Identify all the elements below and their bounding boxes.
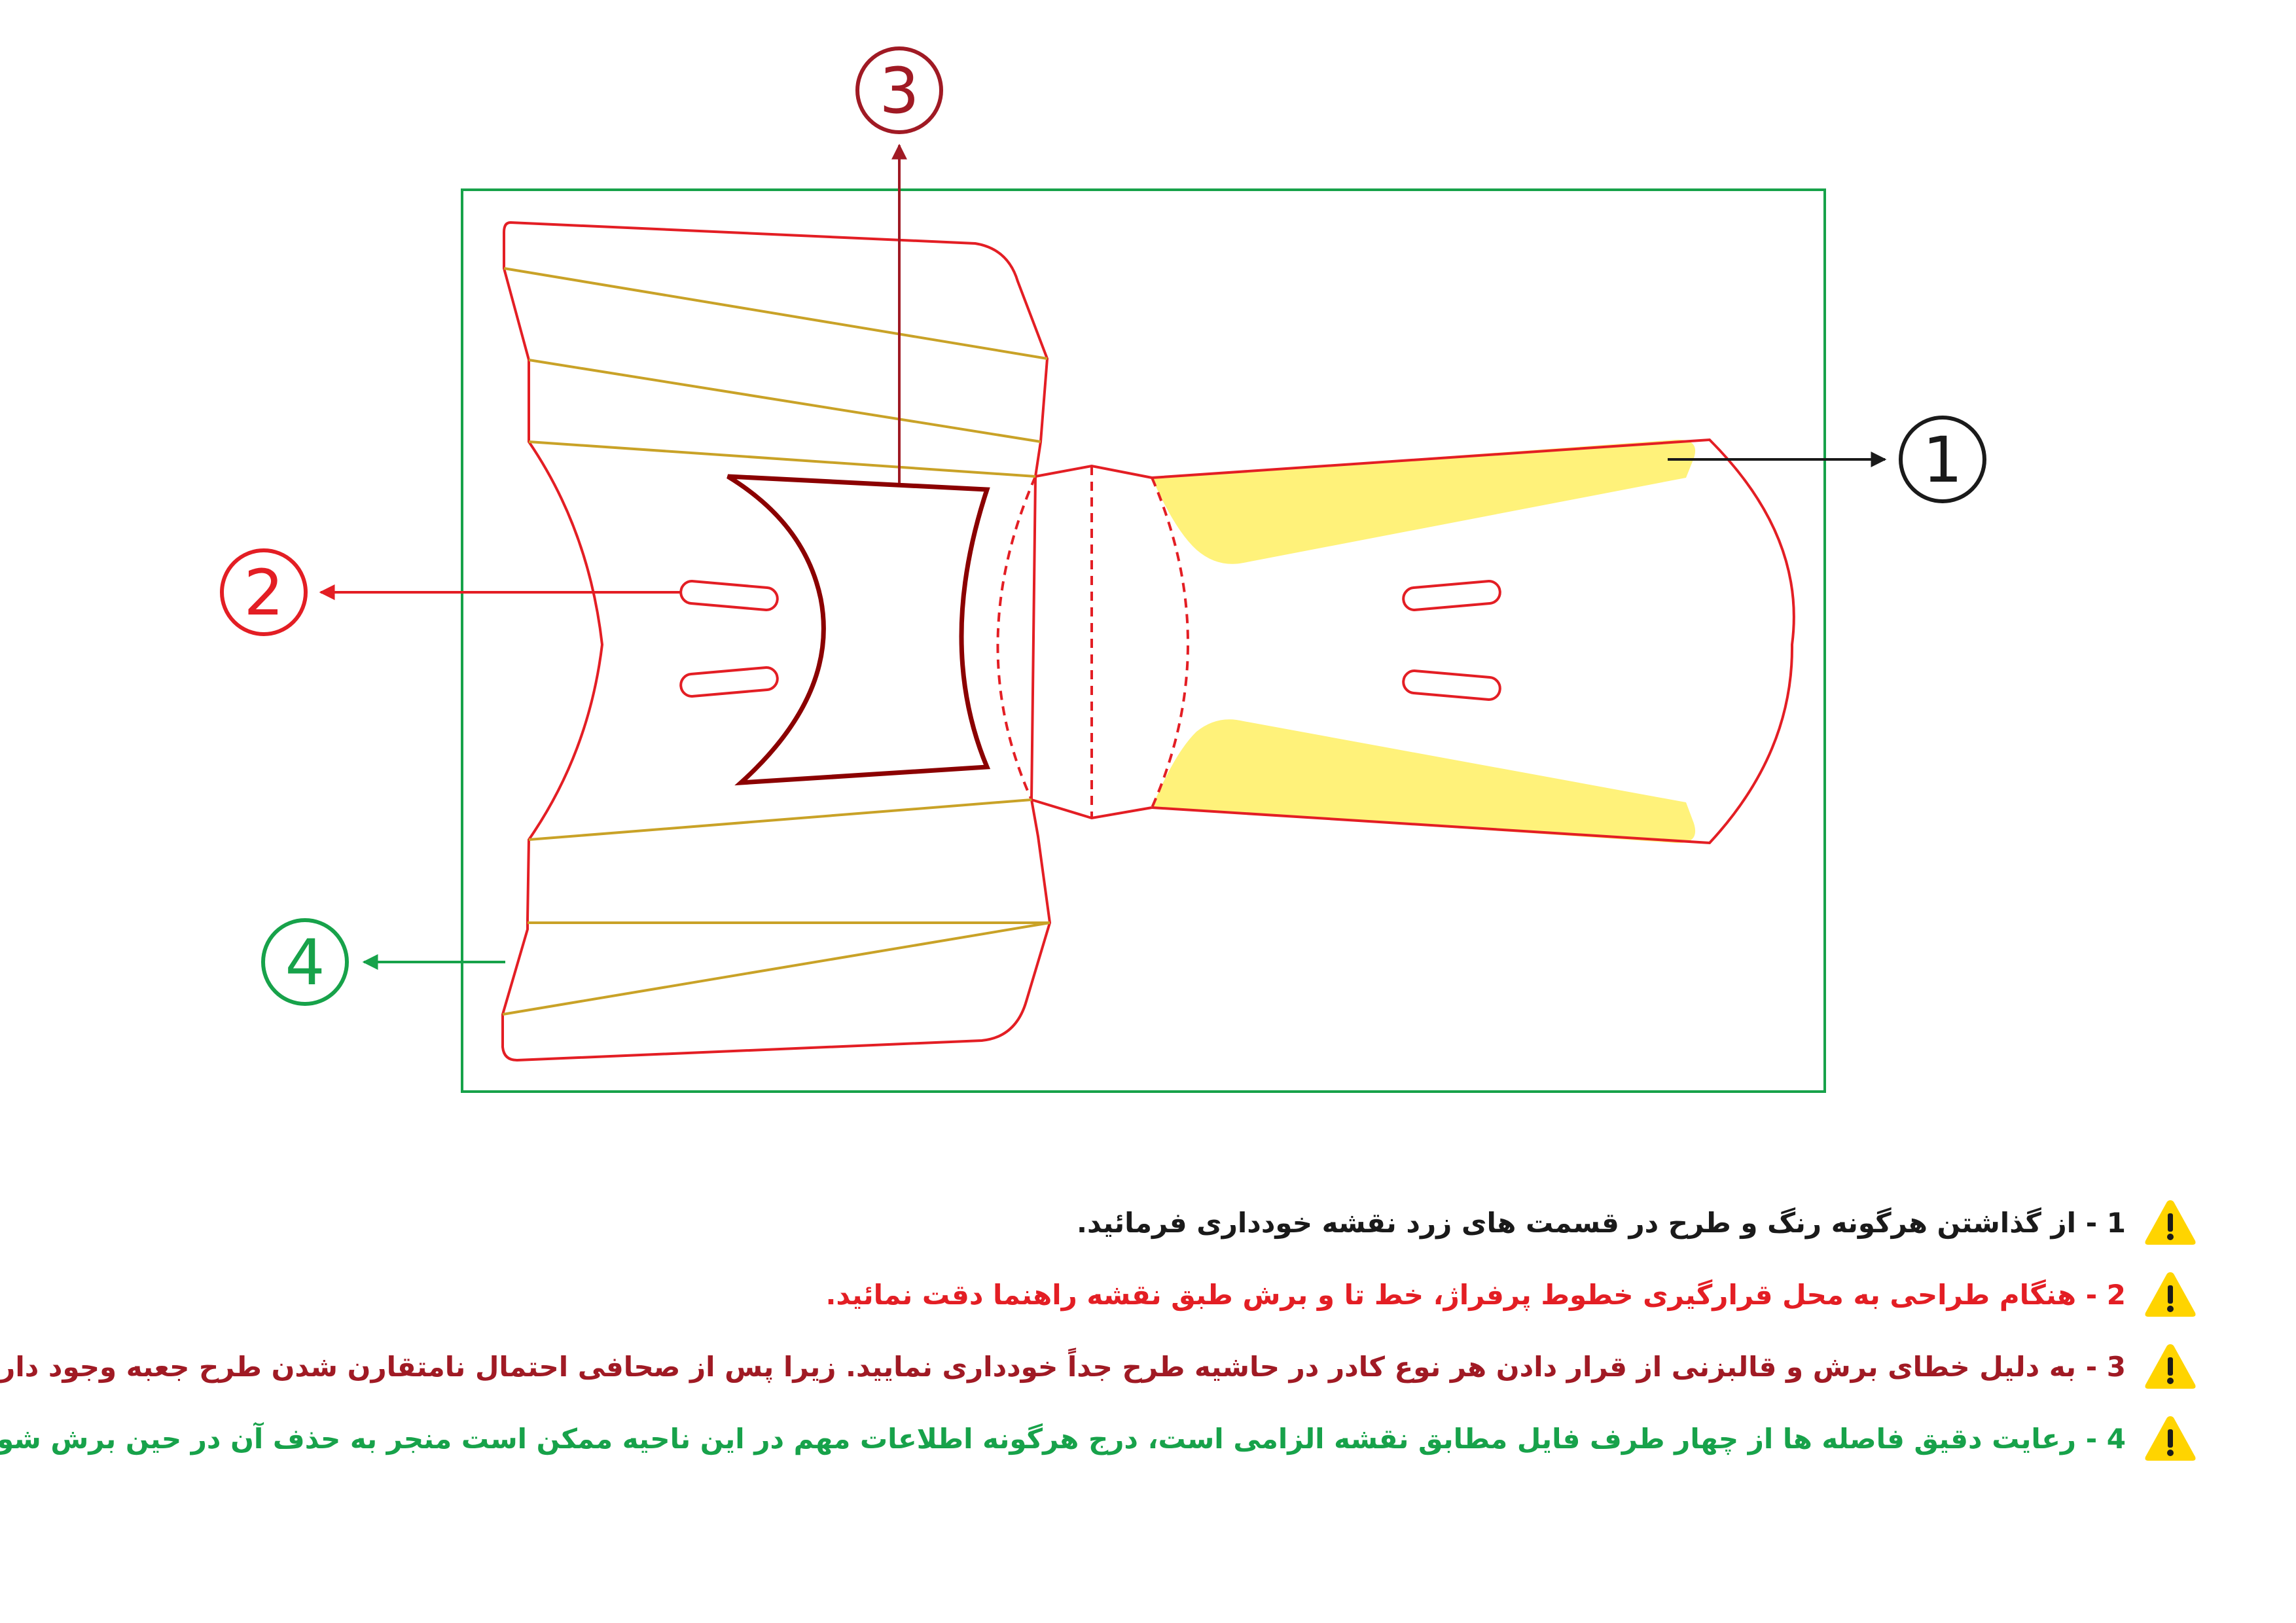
warning-note-text: 4 - رعایت دقیق فاصله ها از چهار طرف فایل…	[0, 1422, 2126, 1455]
slot-cutout	[1402, 669, 1501, 701]
warning-note-row: 2 - هنگام طراحی به محل قرارگیری خطوط پرف…	[825, 1262, 2198, 1327]
left-panel-cut-line	[501, 221, 1052, 1062]
callout-3-circle	[855, 46, 943, 134]
slot-cutout	[679, 666, 779, 698]
bleed-frame	[461, 188, 1826, 1093]
perforation-line	[528, 359, 1041, 443]
warning-note-text: 3 - به دلیل خطای برش و قالبزنی از قرار د…	[0, 1350, 2126, 1383]
callout-2-circle	[220, 548, 308, 636]
warning-note-row: 1 - از گذاشتن هرگونه رنگ و طرح در قسمت ه…	[1077, 1190, 2198, 1255]
callout-2-label: 2	[243, 556, 283, 630]
perforation-line	[528, 440, 1036, 478]
callout-4-label: 4	[285, 926, 325, 999]
warning-triangle-icon	[2145, 1272, 2196, 1317]
yellow-zone-top	[1152, 439, 1696, 564]
warning-triangle-icon	[2145, 1344, 2196, 1389]
perforation-line	[528, 798, 1032, 841]
warning-triangle-icon	[2145, 1200, 2196, 1245]
slot-cutout	[1402, 580, 1501, 611]
warning-note-text: 2 - هنگام طراحی به محل قرارگیری خطوط پرف…	[825, 1278, 2126, 1311]
callout-1-circle	[1899, 416, 1986, 503]
warning-note-row: 4 - رعایت دقیق فاصله ها از چهار طرف فایل…	[0, 1406, 2198, 1471]
callout-4-circle	[261, 918, 349, 1006]
right-panel-cut-line	[1151, 438, 1795, 845]
callout-3-label: 3	[879, 54, 919, 128]
warning-triangle-icon	[2145, 1416, 2196, 1461]
perforation-line	[503, 267, 1048, 360]
yellow-zone-bottom	[1152, 719, 1696, 844]
callout-1-label: 1	[1922, 423, 1962, 497]
perforation-line	[502, 921, 1050, 1016]
design-window	[726, 474, 991, 786]
fold-line-right-arc	[1151, 477, 1189, 808]
slot-cutout	[679, 580, 779, 611]
warning-note-row: 3 - به دلیل خطای برش و قالبزنی از قرار د…	[0, 1334, 2198, 1399]
fold-line-left-arc	[996, 476, 1037, 800]
warning-note-text: 1 - از گذاشتن هرگونه رنگ و طرح در قسمت ه…	[1077, 1206, 2126, 1239]
